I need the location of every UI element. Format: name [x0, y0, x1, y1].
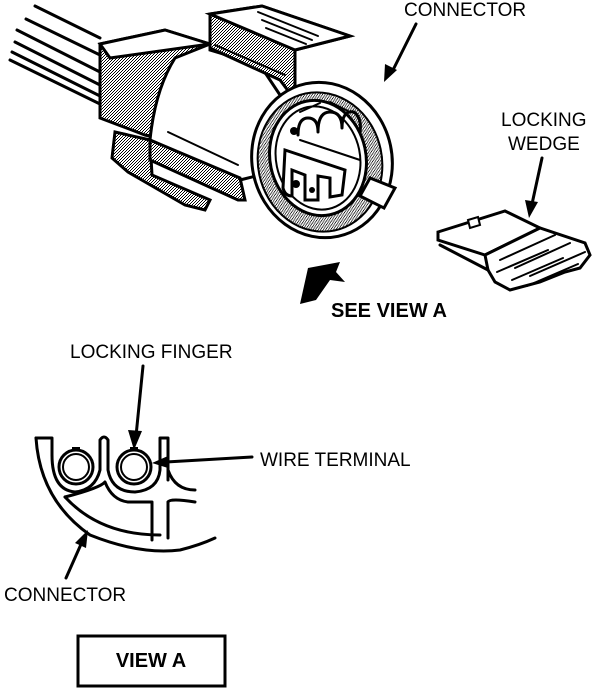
- wire-terminal-1: [57, 448, 95, 486]
- view-a-detail: [34, 435, 217, 553]
- terminal-prongs: [281, 147, 347, 202]
- view-a-box: [76, 634, 227, 688]
- connector-top-label: CONNECTOR: [404, 0, 526, 21]
- locking-wedge-label-line2: WEDGE: [508, 134, 580, 155]
- connector-bottom-label: CONNECTOR: [4, 585, 126, 606]
- connector-top-arrow: [384, 22, 418, 82]
- connector-body: [97, 4, 398, 240]
- locking-wedge: [436, 209, 592, 292]
- see-view-a-label: SEE VIEW A: [331, 300, 447, 322]
- wire-terminal-2: [115, 448, 153, 486]
- view-a-title: VIEW A: [116, 650, 186, 672]
- locking-finger-label: LOCKING FINGER: [70, 342, 233, 363]
- locking-finger-arrow: [128, 364, 145, 450]
- wire-bundle: [8, 4, 102, 106]
- see-view-arrow: [300, 262, 345, 304]
- locking-wedge-arrow: [525, 156, 544, 218]
- front-rail: [148, 137, 247, 202]
- wire-terminal-arrow: [152, 455, 254, 468]
- connector-bottom-arrow: [64, 530, 88, 580]
- locking-wedge-label-line1: LOCKING: [501, 110, 587, 131]
- wire-terminal-label: WIRE TERMINAL: [260, 450, 411, 471]
